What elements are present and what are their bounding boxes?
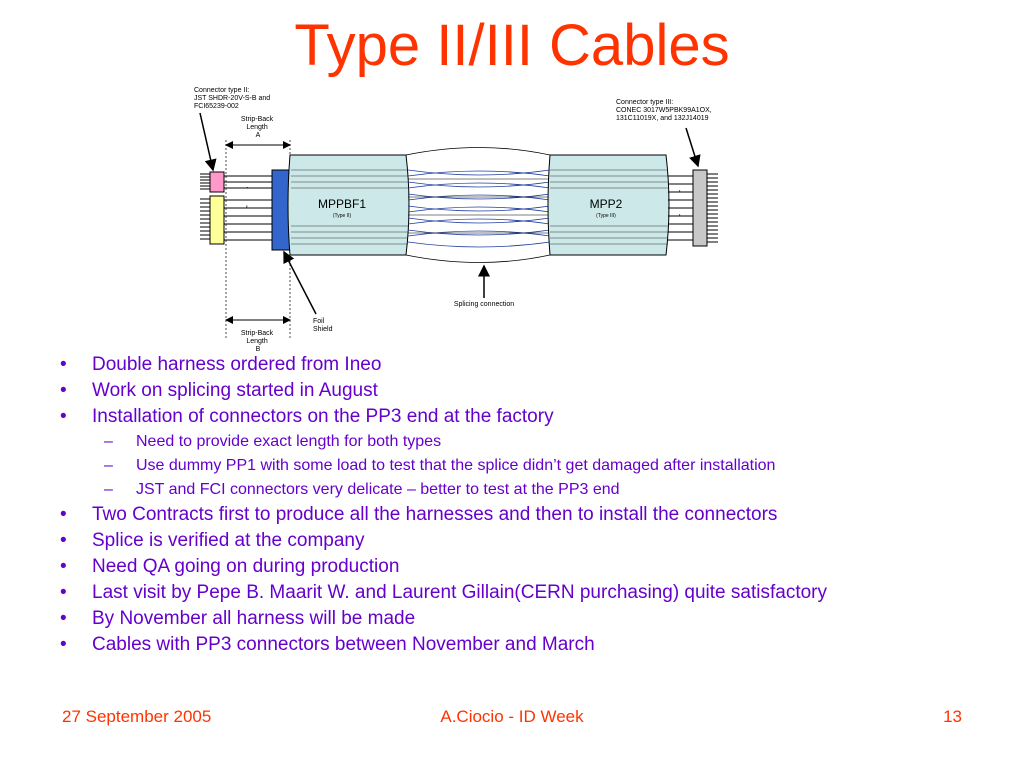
bullet-item: • Installation of connectors on the PP3 e… xyxy=(60,406,980,428)
bullet-item: • Last visit by Pepe B. Maarit W. and Lau… xyxy=(60,582,980,604)
bullet-text: Use dummy PP1 with some load to test tha… xyxy=(136,457,776,474)
footer-date: 27 September 2005 xyxy=(62,707,212,726)
bullet-text: Work on splicing started in August xyxy=(92,380,378,401)
right-connector-wires xyxy=(668,175,693,241)
bullet-item: • Work on splicing started in August xyxy=(60,380,980,402)
bullet-text: Last visit by Pepe B. Maarit W. and Laur… xyxy=(92,582,827,603)
bullet-marker: • xyxy=(60,634,67,655)
bullet-marker: • xyxy=(60,608,67,629)
wire-break-mark: . xyxy=(246,180,249,190)
type-iii-connector xyxy=(692,169,708,247)
mppbf1-title: MPPBF1 xyxy=(318,197,366,211)
bullet-marker: • xyxy=(60,380,67,401)
bullet-marker: • xyxy=(60,504,67,525)
wire-break-mark: ' xyxy=(246,204,248,214)
dash-marker: – xyxy=(104,481,113,498)
bullet-text: Double harness ordered from Ineo xyxy=(92,354,382,375)
bullet-text: Installation of connectors on the PP3 en… xyxy=(92,406,554,427)
sub-bullet-item: – JST and FCI connectors very delicate – … xyxy=(60,480,980,500)
footer-author: A.Ciocio - ID Week xyxy=(440,707,584,726)
bullet-text: JST and FCI connectors very delicate – b… xyxy=(136,481,620,498)
bullet-item: • Two Contracts first to produce all the … xyxy=(60,504,980,526)
pink-connector-pins xyxy=(200,173,210,190)
bullet-item: • Double harness ordered from Ineo xyxy=(60,354,980,376)
mpp2-type: (Type III) xyxy=(596,213,616,219)
bullet-text: Two Contracts first to produce all the h… xyxy=(92,504,778,525)
foil-shield-label: Foil Shield xyxy=(313,318,333,333)
bullet-text: By November all harness will be made xyxy=(92,608,416,629)
wire-break-mark: ' xyxy=(679,213,681,222)
dash-marker: – xyxy=(104,433,113,450)
connector-ii-arrow xyxy=(199,112,217,172)
connector-iii-label: Connector type III: CONEC 3017W5PBK99A1O… xyxy=(616,99,714,122)
strip-back-b-label: Strip-Back Length B xyxy=(241,330,275,353)
cable-diagram: Connector type II: JST SHDR-20V-S-B and … xyxy=(194,87,718,353)
bullet-item: • Need QA going on during production xyxy=(60,556,980,578)
bullet-marker: • xyxy=(60,556,67,577)
foil-shield-arrow xyxy=(283,250,317,315)
splicing-label: Splicing connection xyxy=(454,301,514,308)
dash-marker: – xyxy=(104,457,113,474)
yellow-connector-pins xyxy=(200,198,210,240)
sub-bullet-item: – Need to provide exact length for both t… xyxy=(60,432,980,452)
bullet-marker: • xyxy=(60,354,67,375)
splice-straight-wires xyxy=(408,178,550,234)
right-box-wires xyxy=(550,169,668,245)
bullet-list: • Double harness ordered from Ineo • Work o… xyxy=(60,354,980,660)
sub-bullet-item: – Use dummy PP1 with some load to test th… xyxy=(60,456,980,476)
splice-region-outline xyxy=(405,147,551,263)
pink-connector xyxy=(209,171,225,193)
bullet-item: • Splice is verified at the company xyxy=(60,530,980,552)
bullet-marker: • xyxy=(60,406,67,427)
yellow-connector xyxy=(209,195,225,245)
bullet-marker: • xyxy=(60,582,67,603)
bullet-text: Splice is verified at the company xyxy=(92,530,365,551)
bullet-text: Cables with PP3 connectors between Novem… xyxy=(92,634,595,655)
bullet-item: • By November all harness will be made xyxy=(60,608,980,630)
bullet-item: • Cables with PP3 connectors between Nove… xyxy=(60,634,980,656)
wire-break-mark: ' xyxy=(679,189,681,198)
mpp2-box xyxy=(547,154,670,256)
bullet-text: Need to provide exact length for both ty… xyxy=(136,433,442,450)
left-box-wires xyxy=(291,169,408,245)
splice-crossing-wires xyxy=(407,169,551,248)
type-iii-connector-pins xyxy=(707,173,718,243)
connector-iii-arrow xyxy=(685,127,701,168)
mpp2-title: MPP2 xyxy=(590,197,623,211)
bullet-marker: • xyxy=(60,530,67,551)
connector-ii-label: Connector type II: JST SHDR-20V-S-B and … xyxy=(194,87,272,110)
strip-back-a-label: Strip-Back Length A xyxy=(241,116,275,139)
slide-title: Type II/III Cables xyxy=(294,13,730,78)
mppbf1-type: (Type II) xyxy=(333,213,352,219)
footer-page-number: 13 xyxy=(943,707,962,726)
connector-wires xyxy=(224,175,272,241)
bullet-text: Need QA going on during production xyxy=(92,556,400,577)
